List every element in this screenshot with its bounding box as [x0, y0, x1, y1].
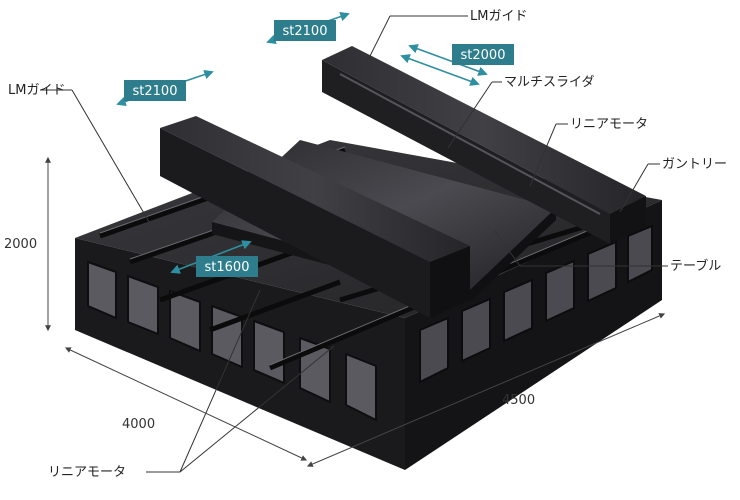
stroke-tag-top-right-text: st2000	[461, 48, 506, 63]
dimension-depth-label: 4000	[122, 417, 155, 432]
label-multi-slider: マルチスライダ	[504, 75, 594, 90]
stroke-tag-top-center: st2100	[274, 20, 336, 41]
stroke-tag-middle-text: st1600	[205, 260, 250, 275]
stroke-tag-top-center-text: st2100	[283, 24, 328, 39]
label-linear-motor-right: リニアモータ	[570, 117, 648, 132]
dimension-height-label: 2000	[4, 237, 37, 252]
label-lm-guide-top: LMガイド	[470, 9, 527, 24]
label-gantry: ガントリー	[662, 157, 727, 172]
machine-gantry	[322, 46, 646, 244]
stroke-tag-top-left: st2100	[124, 80, 186, 101]
label-lm-guide-left: LMガイド	[8, 83, 65, 98]
stroke-tag-top-right: st2000	[452, 44, 514, 65]
machine-front-beam	[160, 116, 470, 318]
stroke-tag-top-left-text: st2100	[133, 84, 178, 99]
stroke-tag-middle: st1600	[196, 256, 258, 277]
label-linear-motor-bottom: リニアモータ	[48, 465, 126, 480]
label-table: テーブル	[670, 258, 721, 274]
dimension-width-label: 4500	[502, 393, 535, 408]
dimension-lines	[45, 156, 666, 467]
